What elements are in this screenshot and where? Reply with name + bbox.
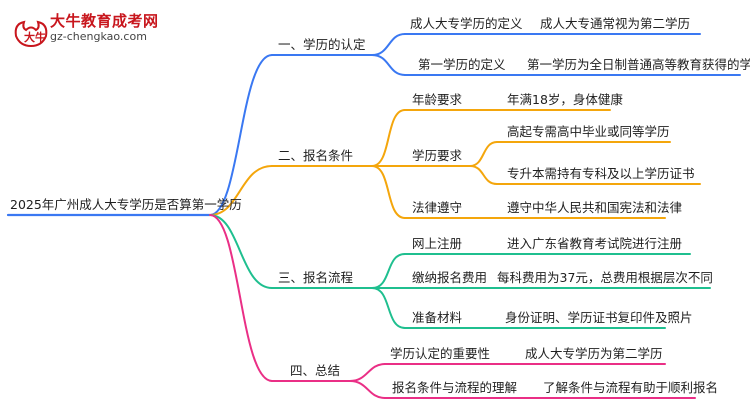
branch-4-item-1-label: 学历认定的重要性 [390,346,491,361]
branch-3-item-3-detail: 身份证明、学历证书复印件及照片 [505,310,693,325]
branch-2-item-3-detail: 遵守中华人民共和国宪法和法律 [507,200,683,215]
connector-branch-1 [209,54,273,216]
root-topic: 2025年广州成人大专学历是否算第一学历 [10,197,242,212]
branch-1-item-2-label: 第一学历的定义 [418,57,506,72]
svg-text:大牛: 大牛 [24,30,46,44]
branch-2-label: 二、报名条件 [278,148,354,163]
branch-3-item-2-label: 缴纳报名费用 [412,270,488,285]
branch-1-item-1-detail: 成人大专通常视为第二学历 [540,16,691,31]
connector-branch-2 [209,165,273,216]
branch-4-item-2-detail: 了解条件与流程有助于顺利报名 [543,380,719,395]
branch-1-label: 一、学历的认定 [278,37,366,52]
site-logo[interactable]: 大牛 大牛教育成考网 gz-chengkao.com [6,4,176,48]
branch-2-item-1-label: 年龄要求 [412,92,463,107]
branch-1-item-1-label: 成人大专学历的定义 [410,16,523,31]
branch-1-item-2-detail: 第一学历为全日制普通高等教育获得的学历 [527,57,750,72]
branch-2-item-1-detail: 年满18岁，身体健康 [507,92,623,107]
bull-logo-icon: 大牛 [14,20,48,48]
branch-4-item-1-detail: 成人大专学历为第二学历 [525,346,663,361]
branch-4-label: 四、总结 [290,363,341,378]
branch-3-item-1-detail: 进入广东省教育考试院进行注册 [507,236,683,251]
branch-2-item-2-label: 学历要求 [412,148,463,163]
branch-3-item-1-label: 网上注册 [412,236,463,251]
branch-3-label: 三、报名流程 [278,270,354,285]
logo-url: gz-chengkao.com [50,30,147,43]
branch-2-item-2-detail-1: 高起专需高中毕业或同等学历 [507,124,670,139]
connector-branch-4 [209,214,273,382]
branch-4-item-2-label: 报名条件与流程的理解 [392,380,518,395]
branch-2-item-3-label: 法律遵守 [412,200,463,215]
logo-title: 大牛教育成考网 [50,12,159,30]
branch-3-item-2-detail: 每科费用为37元，总费用根据层次不同 [497,270,713,285]
branch-2-item-2-detail-2: 专升本需持有专科及以上学历证书 [507,166,695,181]
connector-branch-3 [209,214,273,289]
branch-3-item-3-label: 准备材料 [412,310,463,325]
